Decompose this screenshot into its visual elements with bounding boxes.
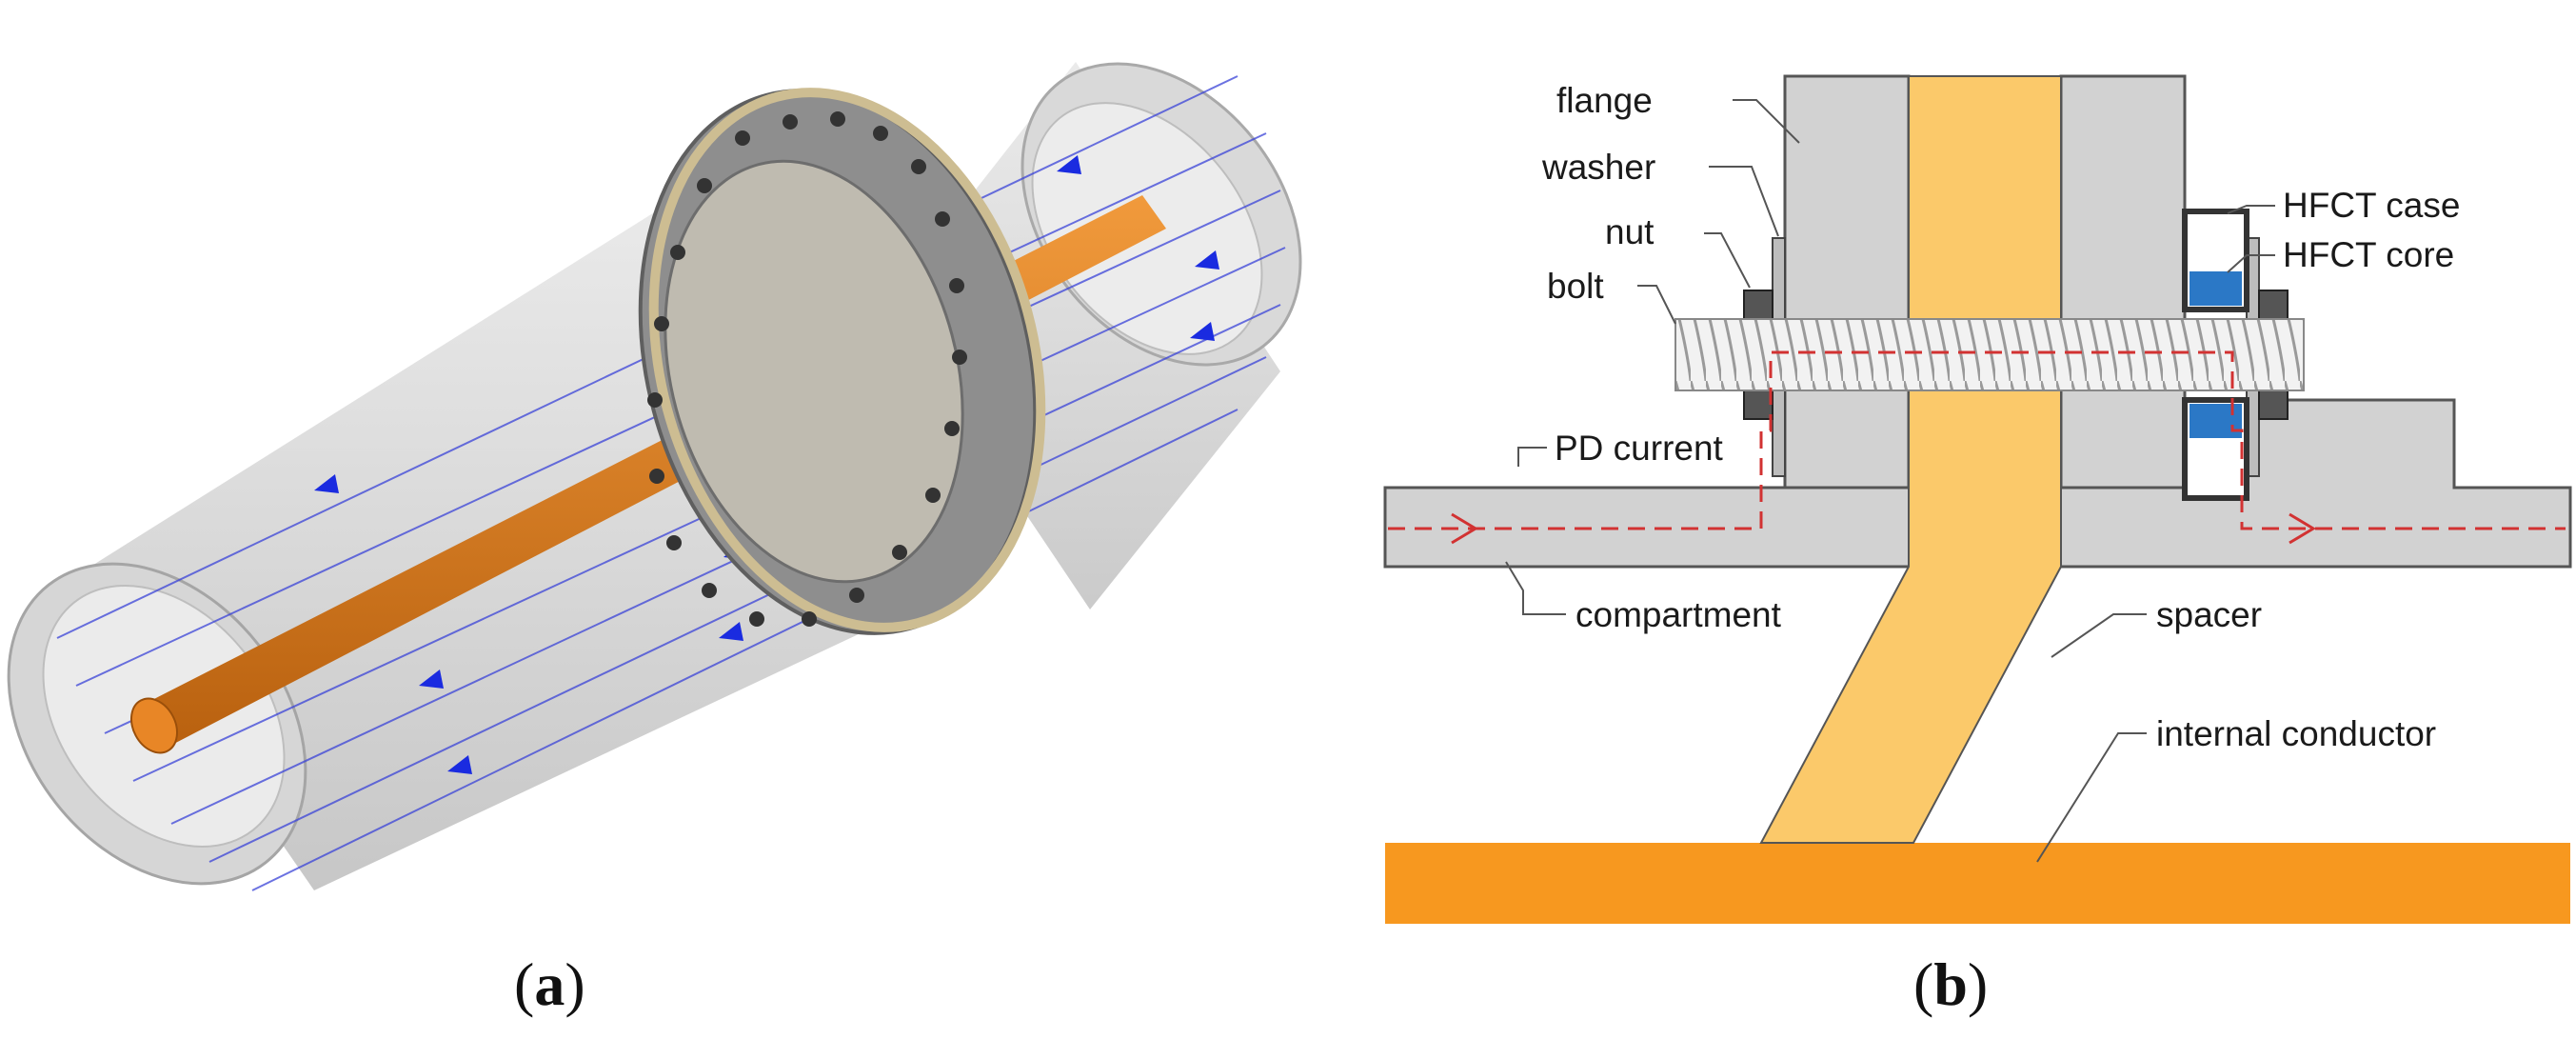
nut-left-top	[1743, 290, 1773, 320]
label-bolt: bolt	[1547, 267, 1604, 306]
pd-arrow-right	[2289, 512, 2316, 545]
threaded-bolt	[1674, 318, 2305, 391]
enclosure-right	[885, 62, 1302, 609]
flange-bottom-right	[2059, 379, 2187, 490]
nut-right-top	[2258, 290, 2289, 320]
washer-left-top	[1772, 237, 1786, 325]
label-spacer: spacer	[2156, 595, 2262, 634]
pd-current-path	[1388, 350, 2566, 530]
label-hfct-case: HFCT case	[2283, 186, 2460, 225]
pd-arrow-left	[1451, 512, 1478, 545]
panel-a-gis-model: (a)	[7, 62, 1302, 1018]
flange-disc	[638, 88, 1046, 635]
label-hfct-core: HFCT core	[2283, 235, 2454, 274]
spacer	[1759, 75, 2062, 844]
label-flange: flange	[1556, 81, 1653, 120]
panel-a-caption: (a)	[514, 950, 585, 1018]
nut-right-bottom	[2258, 390, 2289, 420]
hfct-top	[2182, 209, 2249, 312]
label-nut: nut	[1605, 212, 1655, 251]
hfct-bottom	[2182, 397, 2249, 501]
flange-bottom-left	[1783, 379, 1911, 490]
panel-b-caption: (b)	[1913, 950, 1988, 1018]
internal-conductor-bar	[1385, 843, 2570, 924]
label-washer: washer	[1541, 148, 1655, 187]
nut-left-bottom	[1743, 390, 1773, 420]
leader-lines	[1505, 99, 2275, 863]
panel-b-cross-section: flange washer nut bolt PD current compar…	[1383, 74, 2572, 1018]
label-internal-conductor: internal conductor	[2156, 714, 2436, 753]
flange-bolt-holes	[647, 111, 967, 627]
washer-left-bottom	[1772, 390, 1786, 477]
label-pd-current: PD current	[1555, 429, 1724, 468]
label-compartment: compartment	[1575, 595, 1782, 634]
